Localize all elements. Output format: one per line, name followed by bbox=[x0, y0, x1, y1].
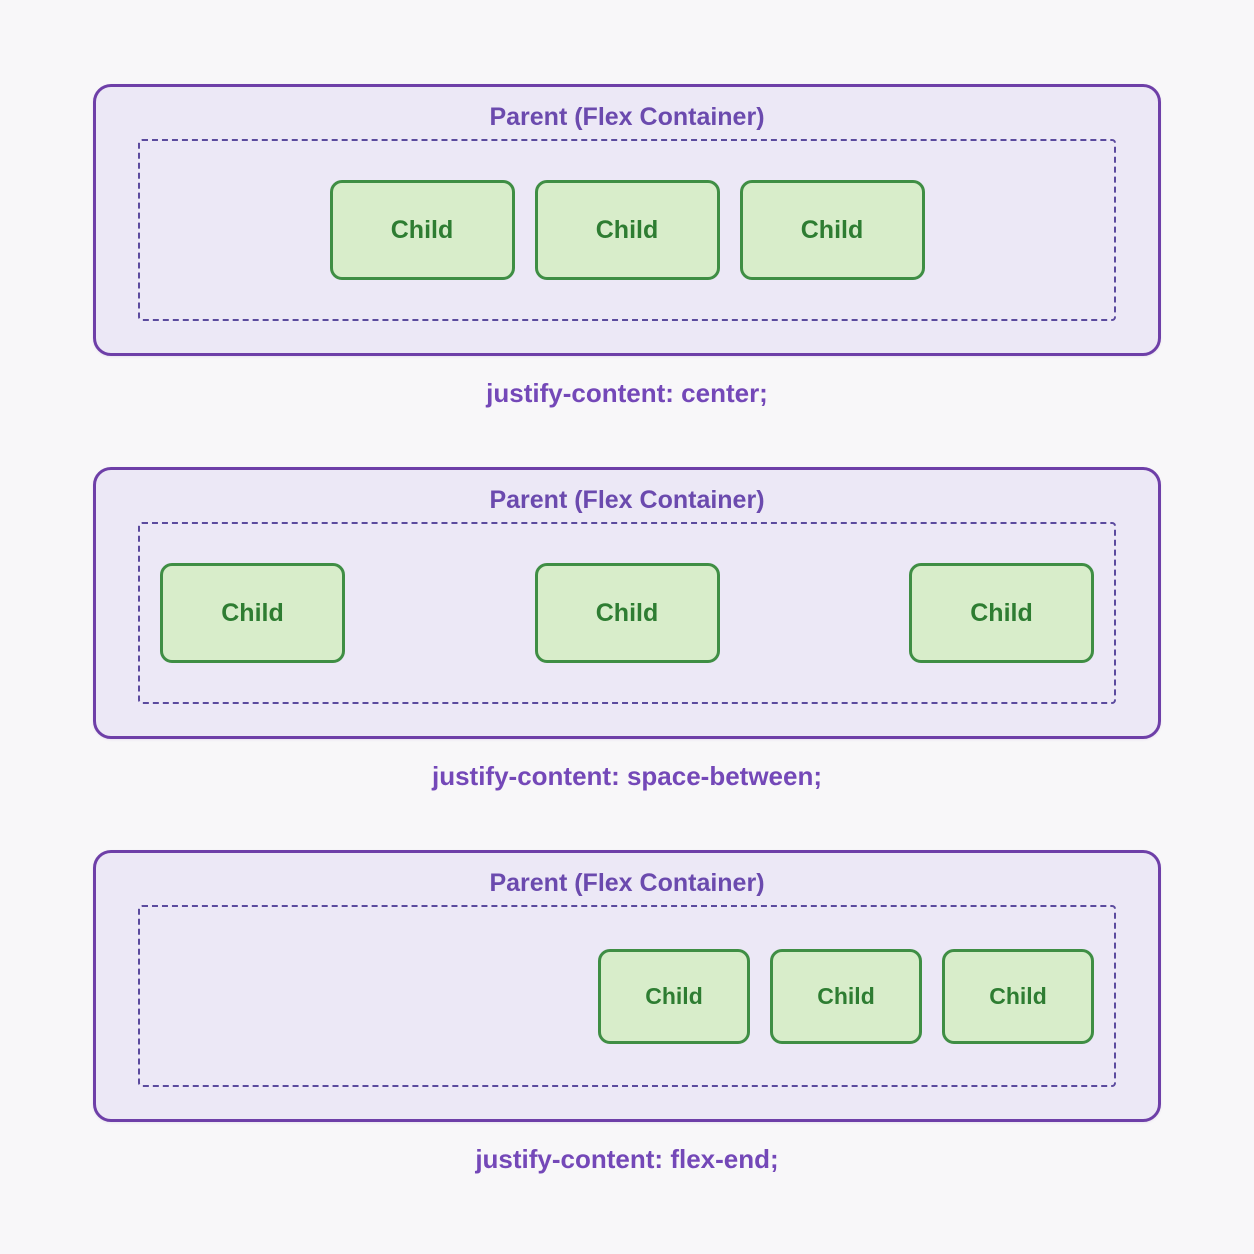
caption-justify-space-between: justify-content: space-between; bbox=[431, 761, 823, 791]
child-item: Child bbox=[534, 180, 720, 280]
flex-demo-section-flex-end: Parent (Flex Container) Child Child Chil… bbox=[93, 850, 1161, 1175]
child-item: Child bbox=[598, 948, 750, 1044]
parent-flex-container: Parent (Flex Container) Child Child Chil… bbox=[93, 84, 1161, 356]
child-item: Child bbox=[942, 948, 1094, 1044]
caption-justify-flex-end: justify-content: flex-end; bbox=[475, 1144, 779, 1174]
flex-demo-section-space-between: Parent (Flex Container) Child Child Chil… bbox=[93, 467, 1161, 792]
parent-flex-container: Parent (Flex Container) Child Child Chil… bbox=[93, 850, 1161, 1122]
parent-title: Parent (Flex Container) bbox=[489, 869, 765, 897]
child-item: Child bbox=[770, 948, 922, 1044]
parent-flex-container: Parent (Flex Container) Child Child Chil… bbox=[93, 467, 1161, 739]
flex-content-area: Child Child Child bbox=[138, 522, 1116, 704]
caption-justify-center: justify-content: center; bbox=[486, 378, 768, 408]
flex-content-area: Child Child Child bbox=[138, 139, 1116, 321]
parent-title: Parent (Flex Container) bbox=[489, 103, 765, 131]
child-item: Child bbox=[329, 180, 515, 280]
parent-title: Parent (Flex Container) bbox=[489, 486, 765, 514]
child-item: Child bbox=[534, 563, 720, 663]
flex-demo-section-center: Parent (Flex Container) Child Child Chil… bbox=[93, 84, 1161, 409]
child-item: Child bbox=[160, 563, 345, 663]
flex-content-area: Child Child Child bbox=[138, 905, 1116, 1087]
child-item: Child bbox=[739, 180, 925, 280]
child-item: Child bbox=[909, 563, 1094, 663]
